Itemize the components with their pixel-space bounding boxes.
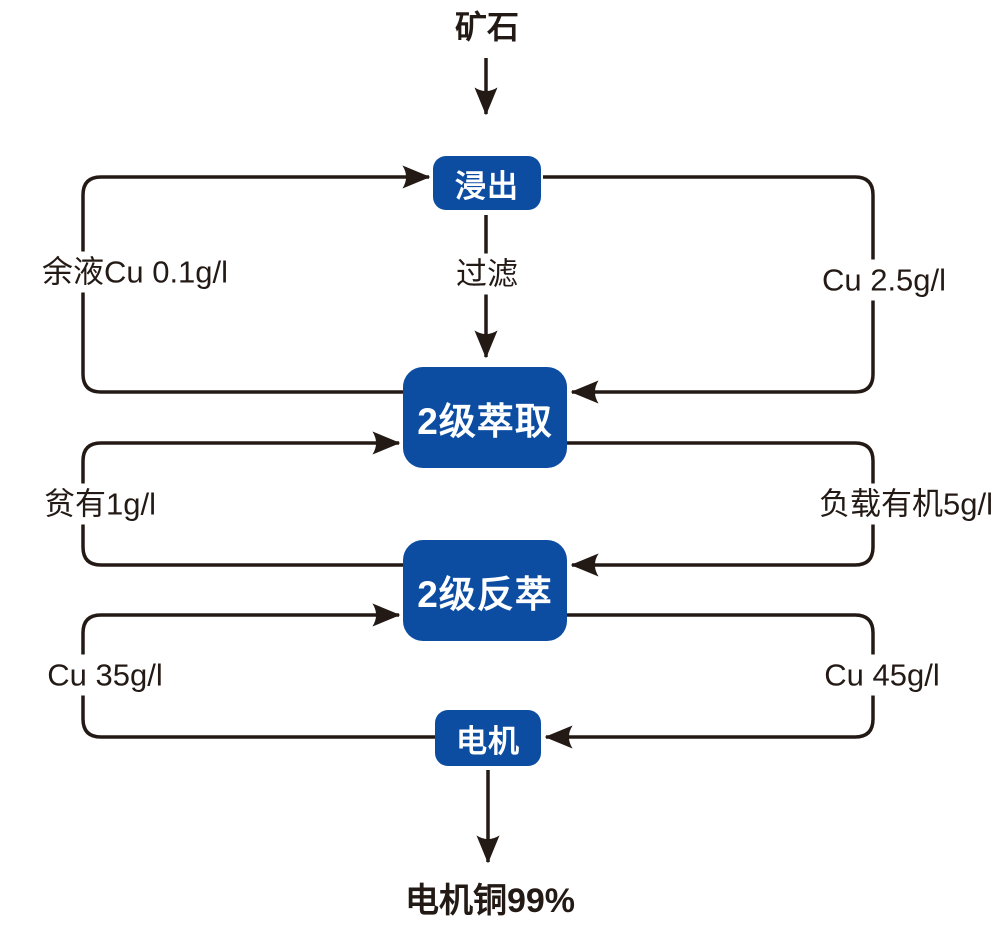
edge-label-spent-electrolyte: Cu 35g/l	[40, 654, 170, 696]
node-electrowin: 电机	[435, 710, 541, 766]
node-stripping: 2级反萃	[403, 540, 567, 641]
edge-label-rich-electrolyte: Cu 45g/l	[817, 654, 947, 696]
node-leach-label: 浸出	[455, 168, 519, 204]
edge-label-lean-organic: 贫有1g/l	[37, 483, 163, 525]
edge-label-raffinate: 余液Cu 0.1g/l	[34, 251, 236, 293]
edge-label-pregnant-solution: Cu 2.5g/l	[814, 259, 954, 301]
edge-label-filter: 过滤	[449, 253, 525, 295]
node-leach: 浸出	[433, 156, 541, 210]
node-electrowin-label: 电机	[456, 723, 520, 759]
edge-label-loaded-organic: 负载有机5g/l	[812, 483, 1000, 525]
node-ore-label: 矿石	[447, 6, 527, 48]
node-stripping-label: 2级反萃	[417, 573, 553, 615]
node-product-label: 电机铜99%	[397, 879, 583, 923]
node-extraction-label: 2级萃取	[417, 400, 553, 442]
node-extraction: 2级萃取	[403, 367, 567, 468]
